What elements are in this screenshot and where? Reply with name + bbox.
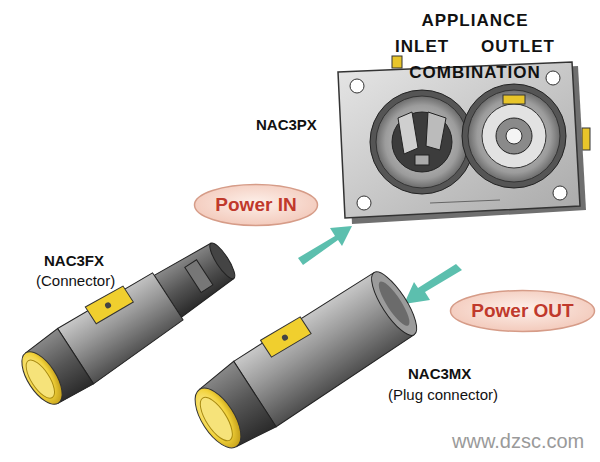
power-out-arrow bbox=[404, 264, 462, 304]
bubble-label: Power IN bbox=[193, 194, 319, 216]
part-label: (Plug connector) bbox=[388, 386, 498, 403]
part-label: NAC3FX bbox=[44, 252, 104, 269]
watermark: www.dzsc.com bbox=[452, 430, 584, 453]
part-label: NAC3PX bbox=[256, 116, 317, 133]
power-bubble: Power IN bbox=[193, 183, 319, 227]
power-in-arrow bbox=[298, 226, 352, 265]
diagram-title: APPLIANCE INLET OUTLET COMBINATION bbox=[380, 8, 570, 86]
nac3mx-plug bbox=[182, 262, 426, 460]
part-label: NAC3MX bbox=[408, 365, 471, 382]
part-label: (Connector) bbox=[36, 272, 115, 289]
power-bubble: Power OUT bbox=[449, 289, 596, 333]
bubble-label: Power OUT bbox=[449, 300, 596, 322]
